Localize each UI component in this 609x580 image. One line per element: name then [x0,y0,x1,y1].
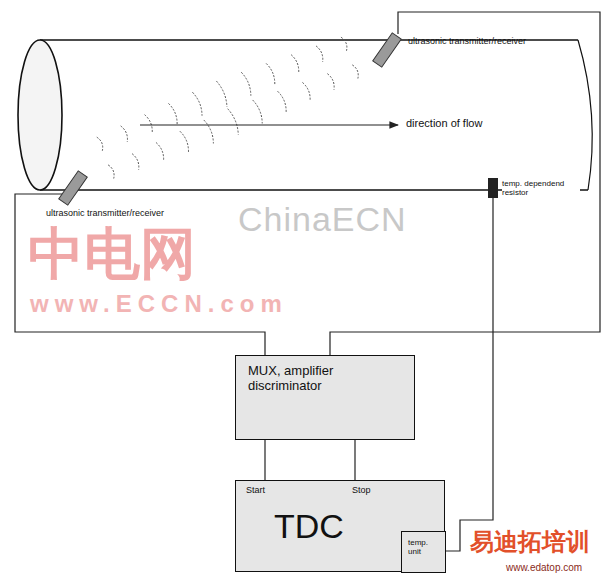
wave-stroke [302,82,310,101]
watermark: www.edatop.com [506,562,582,574]
flow-arrow [140,124,398,125]
wave-stroke [156,142,164,161]
box-label: MUX, amplifier discriminator [248,364,373,394]
temp-unit-box: temp. unit [401,531,446,573]
transducer-symbol [372,32,402,68]
watermark: www.ECCN.com [30,290,288,318]
transducer-symbol [58,170,88,206]
box-label: Stop [352,485,371,495]
wave-stroke [266,63,275,84]
wave-stroke [341,37,347,51]
wave-stroke [169,103,178,124]
tdc-box: Start StopTDC temp. unit [235,480,445,572]
wave-stroke [228,109,239,135]
wave-stroke [316,46,323,62]
box-label: Start [246,485,265,495]
pipe-right-end [578,40,592,190]
signal-wire [15,194,265,355]
signal-wire [264,440,265,480]
watermark: ChinaECN [238,200,407,239]
transducer-body [373,33,402,67]
wave-stroke [108,165,114,179]
wave-stroke [327,74,334,90]
wave-stroke [241,72,251,95]
part-label: ultrasonic transmitter/receiver [408,36,526,46]
wave-stroke [132,154,139,170]
mux-amplifier-box: MUX, amplifier discriminator [235,355,415,440]
wave-stroke [216,81,227,107]
pipe-body [40,40,592,190]
wave-stroke [121,126,128,142]
pipe-opening [18,40,62,190]
part-label: temp. dependend resistor [502,179,580,197]
temperature-resistor: temp. dependend resistor [488,178,498,198]
watermark: 中电网 [28,222,196,286]
wave-stroke [145,115,153,134]
signal-wire [446,198,493,551]
wave-stroke [253,100,263,123]
wave-stroke [180,131,189,152]
wave-stroke [97,137,103,151]
wave-stroke [192,92,202,115]
watermark: 易迪拓培训 [470,528,590,556]
flow-label: direction of flow [406,117,482,130]
wave-stroke [352,65,358,79]
box-title: TDC [274,507,344,546]
ultrasonic-transducer: ultrasonic transmitter/receiver [58,170,88,206]
ultrasonic-transducer: ultrasonic transmitter/receiver [372,32,402,68]
wave-stroke [278,91,287,112]
signal-wire [354,440,355,480]
wave-stroke [204,120,214,143]
transducer-body [59,171,88,205]
ultrasonic-waves [97,37,358,178]
box-label: temp. unit [408,538,440,556]
part-label: ultrasonic transmitter/receiver [46,208,164,218]
signal-wire [330,12,600,355]
wave-stroke [291,55,299,74]
